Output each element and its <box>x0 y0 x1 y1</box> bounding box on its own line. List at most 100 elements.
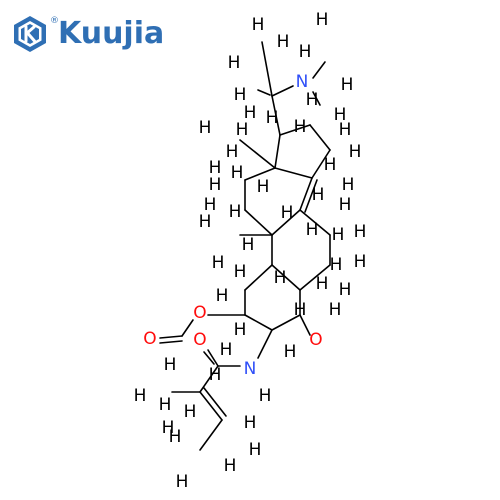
atom-h: H <box>184 402 197 422</box>
bond <box>181 319 194 337</box>
atom-h: H <box>199 118 212 138</box>
bond <box>159 335 183 339</box>
registered-mark: ® <box>50 16 59 26</box>
bond <box>203 351 215 365</box>
bond <box>257 329 273 359</box>
atom-h: H <box>284 342 297 362</box>
atom-h: H <box>332 225 345 245</box>
bond <box>299 177 313 211</box>
bond <box>261 41 273 97</box>
bond <box>207 349 219 367</box>
bond <box>271 314 301 331</box>
atom-h: H <box>342 175 355 195</box>
atom-o-carbonyl: O <box>143 329 156 349</box>
atom-h: H <box>316 10 329 30</box>
atom-h: H <box>330 255 343 275</box>
atom-h: H <box>354 222 367 242</box>
atom-h: H <box>329 300 342 320</box>
atom-o-hydroxyl: O <box>309 330 322 350</box>
bond <box>299 314 311 336</box>
bond <box>304 179 318 213</box>
atom-o-amide: O <box>193 330 206 350</box>
atom-h: H <box>231 163 244 183</box>
bond <box>274 134 281 169</box>
bond <box>271 85 294 97</box>
atom-h: H <box>226 142 239 162</box>
atom-h: H <box>312 185 325 205</box>
atom-h: H <box>209 175 222 195</box>
atom-h: H <box>349 142 362 162</box>
bond <box>309 124 331 151</box>
atom-h: H <box>339 280 352 300</box>
bond <box>279 124 311 136</box>
atom-h: H <box>204 195 217 215</box>
atom-h: H <box>212 253 225 273</box>
atom-h: H <box>229 202 242 222</box>
atom-h: H <box>259 386 272 406</box>
atom-h: H <box>244 103 257 123</box>
bonds <box>159 41 331 451</box>
atom-h: H <box>220 340 233 360</box>
atom-h: H <box>236 120 249 140</box>
atom-h: H <box>334 105 347 125</box>
atom-h: H <box>324 155 337 175</box>
hexagon-k-logo-icon <box>14 16 46 52</box>
atom-h: H <box>341 75 354 95</box>
hydrogen-labels: H H H H H H H H H H H H H H H H H H H H … <box>134 10 367 492</box>
bond <box>271 95 281 136</box>
bond <box>312 61 326 79</box>
atom-h: H <box>164 355 177 375</box>
bond <box>312 91 321 106</box>
atom-h: H <box>216 286 229 306</box>
atom-h: H <box>134 386 147 406</box>
atom-h: H <box>209 158 222 178</box>
atom-h: H <box>306 90 319 110</box>
atom-h: H <box>234 85 247 105</box>
atom-h: H <box>294 117 307 137</box>
atom-h: H <box>159 395 172 415</box>
bond <box>271 209 301 236</box>
bond <box>311 149 331 179</box>
atom-h: H <box>339 195 352 215</box>
atom-h: H <box>234 320 247 340</box>
bond <box>199 365 219 393</box>
atom-n-amine: N <box>296 72 309 92</box>
atom-h: H <box>306 220 319 240</box>
atom-h: H <box>354 252 367 272</box>
bond <box>199 391 223 421</box>
atom-h: H <box>339 120 352 140</box>
bond <box>274 167 313 179</box>
atom-h: H <box>224 456 237 476</box>
atom-h: H <box>277 32 290 52</box>
atom-h: H <box>242 235 255 255</box>
atom-h: H <box>252 15 265 35</box>
atom-h: H <box>209 365 222 385</box>
atom-h: H <box>169 427 182 447</box>
bond <box>159 340 183 344</box>
atom-h: H <box>294 300 307 320</box>
atom-h: H <box>176 472 189 492</box>
atom-h: H <box>249 440 262 460</box>
bond <box>299 264 331 291</box>
atom-h: H <box>274 268 287 288</box>
atom-h: H <box>266 108 279 128</box>
atom-h: H <box>199 212 212 232</box>
atom-h: H <box>162 418 175 438</box>
atom-h: H <box>244 413 257 433</box>
bond <box>257 89 271 96</box>
bond <box>271 264 301 291</box>
atom-h: H <box>228 53 241 73</box>
bond <box>244 314 273 331</box>
atom-h: H <box>316 274 329 294</box>
brand-logo[interactable]: ® Kuujia <box>10 12 170 56</box>
bond <box>244 264 273 291</box>
atom-h: H <box>234 262 247 282</box>
atom-h: H <box>281 203 294 223</box>
atom-o-ester: O <box>193 303 206 323</box>
atom-n-amide: N <box>244 359 257 379</box>
bond <box>244 209 273 236</box>
bond <box>239 139 276 169</box>
atom-h: H <box>257 177 270 197</box>
